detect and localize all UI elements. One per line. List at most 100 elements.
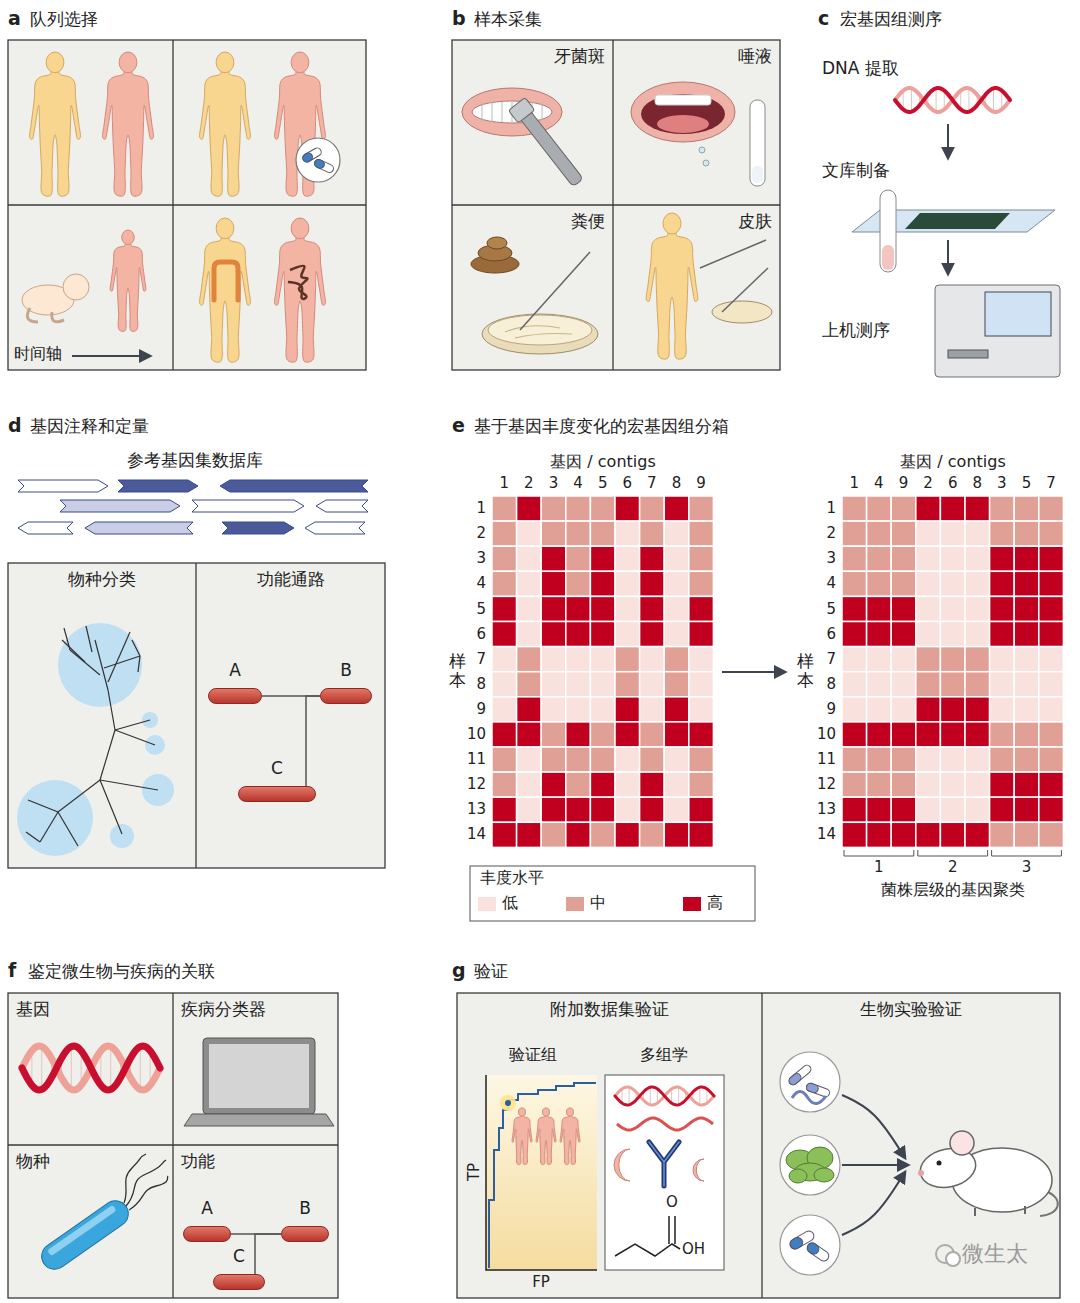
row-number: 7	[476, 650, 486, 669]
heatmap-cell	[916, 772, 941, 797]
heatmap-cell	[891, 722, 916, 747]
heatmap-cell	[590, 822, 615, 847]
phylogenetic-branch	[58, 780, 100, 812]
antibody-highlight	[649, 1142, 679, 1186]
heatmap-cell	[940, 496, 965, 521]
heatmap-cell	[492, 697, 517, 722]
heatmap-cell	[492, 722, 517, 747]
bacterium-highlight	[47, 1205, 117, 1257]
panel-title: 基于基因丰度变化的宏基因组分箱	[474, 416, 729, 437]
heatmap-cell	[517, 797, 542, 822]
phylogenetic-branch	[28, 800, 58, 812]
human-figure	[536, 1108, 556, 1165]
heatmap-cell	[615, 822, 640, 847]
column-number: 9	[696, 474, 706, 493]
row-number: 4	[826, 574, 836, 593]
heatmap-cell	[492, 647, 517, 672]
tooth-gap	[502, 102, 503, 122]
heatmap-cell	[640, 672, 665, 697]
heatmap-cell	[640, 496, 665, 521]
panel-cell: 牙菌斑	[452, 40, 613, 205]
heatmap-cell	[940, 822, 965, 847]
row-number: 14	[467, 825, 486, 844]
mouse	[917, 1131, 1058, 1216]
panel-cell: 疾病分类器	[173, 993, 338, 1145]
heatmap-cell	[640, 697, 665, 722]
heatmap-cell	[842, 521, 867, 546]
heatmap-cell	[590, 622, 615, 647]
heatmap-cell	[615, 772, 640, 797]
flow-arrow	[842, 1164, 908, 1166]
heatmap-cell	[891, 697, 916, 722]
heatmap-cell	[990, 797, 1015, 822]
human-body	[646, 232, 698, 359]
panel-letter: b	[452, 7, 466, 31]
cell-title: 牙菌斑	[452, 40, 613, 73]
dna-rung	[71, 1047, 72, 1090]
open-mouth	[641, 94, 725, 134]
row-number: 3	[826, 549, 836, 568]
step-label: 文库制备	[822, 160, 890, 181]
phylogenetic-branch	[100, 730, 115, 780]
molecule-bond	[615, 1244, 680, 1256]
heatmap-cell	[1039, 722, 1064, 747]
heatmap-cell	[566, 571, 591, 596]
tube-liquid	[882, 245, 894, 270]
pathway-letter: C	[213, 1246, 265, 1267]
pathway-node: B	[320, 660, 372, 704]
heatmap-cell	[517, 496, 542, 521]
capsule-half	[787, 1072, 802, 1086]
heatmap-cell	[640, 747, 665, 772]
panel-divider	[452, 204, 780, 205]
heatmap-cell	[517, 772, 542, 797]
heatmap-cell	[640, 546, 665, 571]
heatmap-cell	[640, 772, 665, 797]
heatmap-cell	[1039, 546, 1064, 571]
cluster-bracket	[844, 850, 914, 856]
heatmap-cell	[842, 622, 867, 647]
heatmap-cell	[689, 697, 714, 722]
heatmap-cell	[664, 647, 689, 672]
row-number: 4	[476, 574, 486, 593]
cell-title: 皮肤	[613, 205, 780, 238]
heatmap-cell	[541, 772, 566, 797]
panel-title: 样本采集	[474, 9, 542, 30]
cell-title: 基因	[8, 993, 173, 1026]
heatmap-cell	[566, 496, 591, 521]
human-body	[512, 1115, 532, 1164]
column-number: 1	[850, 474, 860, 493]
row-number: 14	[817, 825, 836, 844]
heatmap-cell	[891, 521, 916, 546]
capsule-shell	[805, 1082, 830, 1098]
column-number: 2	[524, 474, 534, 493]
panel-cell: 粪便	[452, 205, 613, 370]
pathway-node: A	[208, 660, 262, 704]
medication-circle	[296, 138, 340, 182]
timeline-arrow	[72, 355, 150, 357]
panel-letter: f	[8, 959, 16, 983]
column-number: 2	[923, 474, 933, 493]
heatmap-cell	[1014, 722, 1039, 747]
heatmap-cell	[640, 596, 665, 621]
phylogenetic-branch	[100, 780, 122, 834]
heatmap-cell	[1039, 822, 1064, 847]
heatmap-cell	[1039, 697, 1064, 722]
dna-strand	[22, 1046, 160, 1090]
dna-rung	[678, 1087, 679, 1105]
heatmap-cell	[1014, 546, 1039, 571]
heatmap-cell	[916, 521, 941, 546]
antibody	[649, 1142, 679, 1186]
lettuce-leaf	[789, 1169, 807, 1183]
heatmap-cell	[940, 697, 965, 722]
row-number: 9	[476, 700, 486, 719]
legend-swatch	[478, 897, 496, 911]
sub-title: 验证组	[509, 1045, 557, 1065]
column-number: 8	[973, 474, 983, 493]
heatmap-cell	[664, 797, 689, 822]
heatmap-cell	[1014, 521, 1039, 546]
phylogenetic-branch	[70, 650, 100, 675]
heatmap-cell	[590, 772, 615, 797]
